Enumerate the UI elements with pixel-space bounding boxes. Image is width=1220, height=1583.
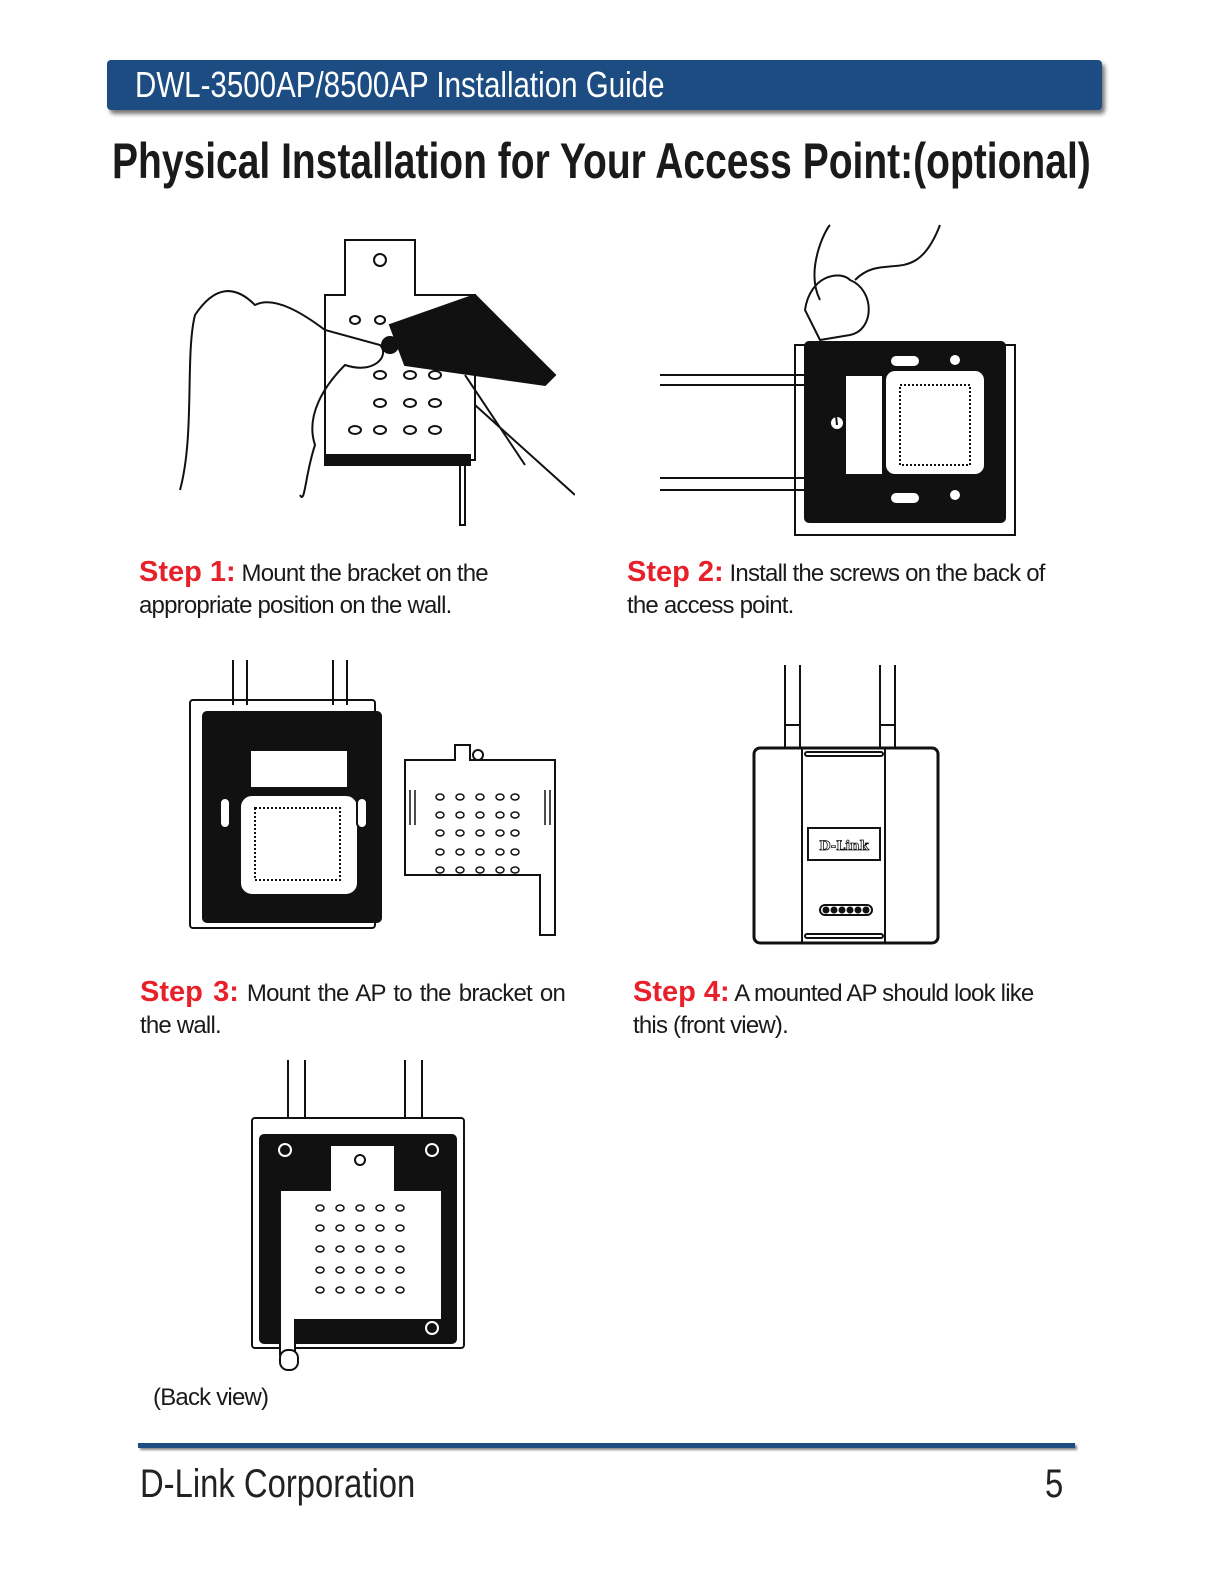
step1-illustration bbox=[179, 239, 575, 526]
step3-illustration bbox=[189, 660, 556, 936]
step-2-text: Install the screws on the back of the ac… bbox=[627, 560, 1045, 619]
step-4-text: A mounted AP should look like this (fron… bbox=[633, 980, 1034, 1039]
footer-company: D-Link Corporation bbox=[140, 1462, 416, 1506]
step-4: Step 4: A mounted AP should look like th… bbox=[633, 976, 1063, 1042]
step-1: Step 1: Mount the bracket on the appropr… bbox=[139, 556, 519, 622]
page-number: 5 bbox=[1045, 1462, 1064, 1506]
page-title: Physical Installation for Your Access Po… bbox=[112, 133, 1091, 189]
step4-illustration: D-Link bbox=[752, 665, 940, 945]
step-3-text: Mount the AP to the bracket on the wall. bbox=[140, 980, 566, 1039]
back-view-illustration bbox=[251, 1060, 465, 1371]
header-banner: DWL-3500AP/8500AP Installation Guide bbox=[107, 60, 1102, 110]
footer-divider bbox=[138, 1443, 1075, 1448]
step-1-text: Mount the bracket on the appropriate pos… bbox=[139, 560, 489, 619]
step-2-label: Step 2: bbox=[627, 556, 724, 588]
back-view-caption: (Back view) bbox=[153, 1384, 269, 1411]
step-1-label: Step 1: bbox=[139, 556, 236, 588]
device-logo: D-Link bbox=[819, 839, 869, 854]
header-title: DWL-3500AP/8500AP Installation Guide bbox=[135, 64, 665, 105]
step-3-label: Step 3: bbox=[140, 976, 239, 1008]
step-4-label: Step 4: bbox=[633, 976, 730, 1008]
step-2: Step 2: Install the screws on the back o… bbox=[627, 556, 1067, 622]
step-3: Step 3: Mount the AP to the bracket on t… bbox=[140, 976, 566, 1042]
step2-illustration bbox=[660, 224, 1016, 536]
